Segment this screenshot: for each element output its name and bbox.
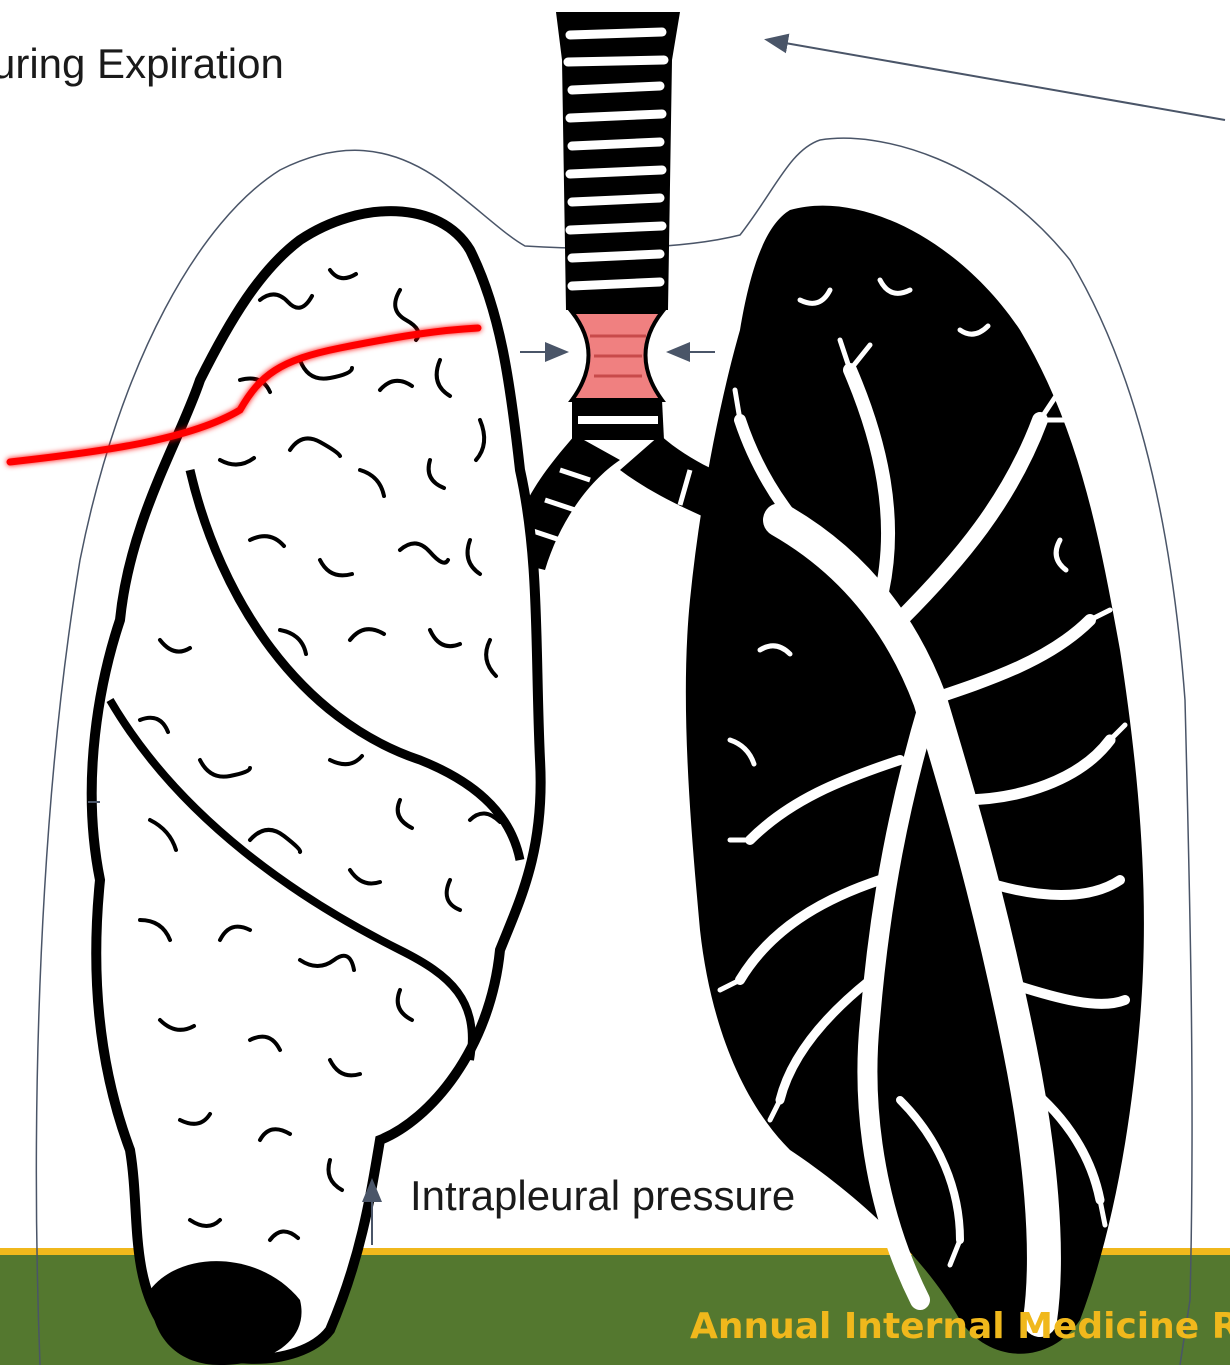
intrapleural-pressure-label: Intrapleural pressure: [410, 1172, 795, 1220]
diagram-title: uring Expiration: [0, 40, 284, 88]
footer-text: Annual Internal Medicine R: [690, 1306, 1230, 1347]
trachea: [556, 12, 680, 440]
arrow-to-trachea-icon: [768, 40, 1225, 120]
